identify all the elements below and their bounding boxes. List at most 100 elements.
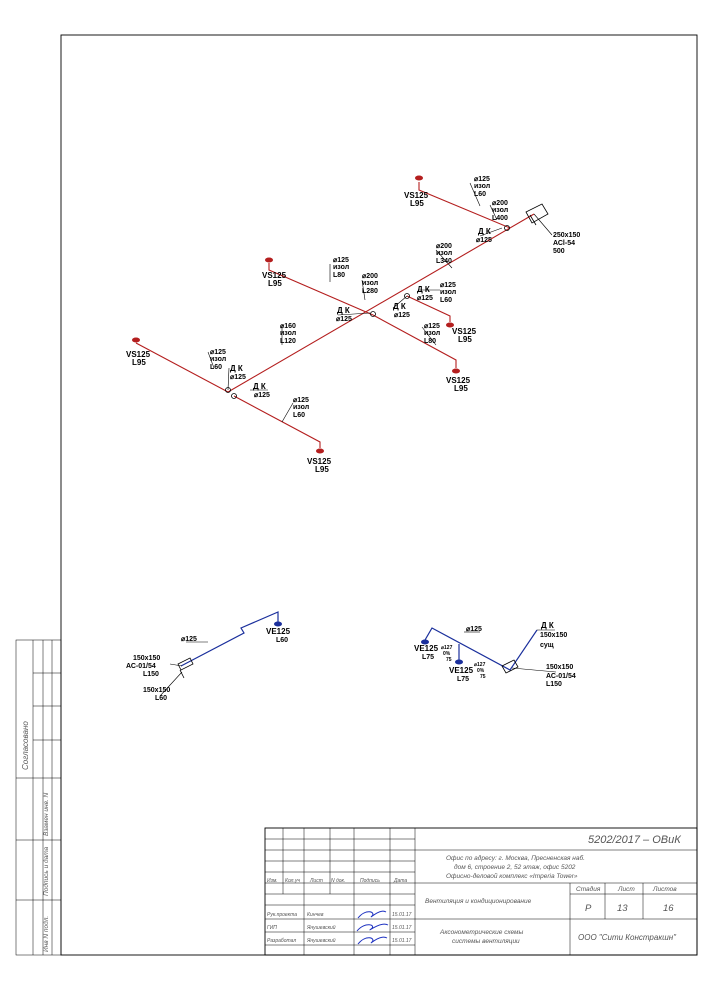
label-c5-len: L60 xyxy=(210,364,222,371)
label-exhaust-right-s2c: 75 xyxy=(480,674,486,680)
damper-3 xyxy=(404,293,410,299)
label-vs-right-lower: VS125 xyxy=(446,376,471,385)
sheet-value: 13 xyxy=(617,903,628,914)
label-dk-branch-diam: ⌀125 xyxy=(394,312,410,319)
label-exhaust-right-dk-exist: сущ xyxy=(540,642,554,649)
label-exhaust-left-len: L150 xyxy=(143,671,159,678)
label-c2-iso: изол xyxy=(333,264,349,271)
label-vs-right-upper: VS125 xyxy=(452,327,477,336)
branch-duct-right-lower xyxy=(372,314,457,368)
label-r3-iso: изол xyxy=(362,280,378,287)
label-vs-mid-len: L95 xyxy=(268,279,282,288)
label-r4-diam: ⌀160 xyxy=(280,323,296,330)
sheets-label: Листов xyxy=(652,886,677,893)
branch-duct-right-upper xyxy=(406,295,451,322)
label-r3-diam: ⌀200 xyxy=(362,273,378,280)
date-1: 15.01.17 xyxy=(392,912,412,918)
title-block: 5202/2017 – ОВиК Офис по адресу: г. Моск… xyxy=(264,827,698,956)
address-line-2: дом 6, строение 2, 52 этаж, офис 5202 xyxy=(454,863,576,871)
label-exhaust-right-ve1-len: L75 xyxy=(422,654,434,661)
label-exhaust-right-s2b: 0% xyxy=(477,668,485,674)
drawing-title-1: Аксонометрические схемы xyxy=(439,929,524,936)
stage-value: Р xyxy=(585,903,592,914)
label-exhaust-right-s1c: 75 xyxy=(446,657,452,663)
label-grille-model: АСl-54 xyxy=(553,240,575,247)
exhaust-grille-left xyxy=(177,657,194,679)
stage-label: Стадия xyxy=(576,885,601,893)
supply-duct-system xyxy=(132,175,553,454)
diffuser-vs-bottom xyxy=(316,448,324,454)
side-stamp: Согласовано Взамен инв. N Подпись и дата… xyxy=(15,639,62,956)
label-dk-branch: Д К xyxy=(393,302,406,311)
label-grille-len: 500 xyxy=(553,248,565,255)
drawing-code: 5202/2017 – ОВиК xyxy=(588,834,681,846)
label-exhaust-left-model: АС-01/54 xyxy=(126,663,156,670)
label-c3-iso: изол xyxy=(440,289,456,296)
label-exhaust-left-len2: L60 xyxy=(155,695,167,702)
label-exhaust-right-model: АС-01/54 xyxy=(546,673,576,680)
label-vs-right-upper-len: L95 xyxy=(458,335,472,344)
label-exhaust-right-ve1: VE125 xyxy=(414,644,439,653)
branch-duct-mid-left xyxy=(268,263,374,316)
label-c5-iso: изол xyxy=(210,356,226,363)
label-r1-iso: изол xyxy=(492,207,508,214)
label-c3-len: L60 xyxy=(440,297,452,304)
label-exhaust-right-s1a: ⌀127 xyxy=(441,645,453,651)
role-2: ГИП xyxy=(267,925,277,931)
label-exhaust-right-dk-size: 150х150 xyxy=(540,632,567,639)
label-dk5: Д К xyxy=(253,382,266,391)
label-vs-right-lower-len: L95 xyxy=(454,384,468,393)
label-grille-size: 250х150 xyxy=(553,232,580,239)
side-signdate-label: Подпись и дата xyxy=(42,846,50,896)
label-vs-left: VS125 xyxy=(126,350,151,359)
section-name: Вентиляция и кондиционирование xyxy=(425,897,532,905)
exhaust-system-right: ⌀125 VE125 L75 VE125 L75 ⌀127 0% 75 ⌀127… xyxy=(414,621,576,688)
damper-5 xyxy=(231,393,237,399)
signature-scribble-1 xyxy=(357,910,387,919)
label-exhaust-left-ve-len: L60 xyxy=(276,637,288,644)
address-line-3: Офисно-деловой комплекс «Imperia Tower» xyxy=(446,872,578,880)
label-c4-diam: ⌀125 xyxy=(424,323,440,330)
label-r1-diam: ⌀200 xyxy=(492,200,508,207)
label-r1-len: L400 xyxy=(492,215,508,222)
label-c5-diam: ⌀125 xyxy=(210,349,226,356)
exhaust-valve-right-1 xyxy=(421,639,429,645)
label-exhaust-right-dk: Д К xyxy=(541,621,554,630)
label-c4-len: L80 xyxy=(424,338,436,345)
company-name: ООО "Сити Констракшн" xyxy=(578,933,677,942)
label-r2-len: L340 xyxy=(436,258,452,265)
label-exhaust-right-size: 150х150 xyxy=(546,664,573,671)
label-exhaust-right-s1b: 0% xyxy=(443,651,451,657)
label-c6-diam: ⌀125 xyxy=(293,397,309,404)
label-dk3: Д К xyxy=(417,285,430,294)
label-c2-len: L80 xyxy=(333,272,345,279)
label-dk1: Д К xyxy=(478,227,491,236)
damper-2 xyxy=(370,311,376,317)
side-agreed-label: Согласовано xyxy=(21,721,30,770)
label-r2-iso: изол xyxy=(436,250,452,257)
label-r3-len: L280 xyxy=(362,288,378,295)
diffuser-vs-top xyxy=(415,175,423,181)
label-dk4-diam: ⌀125 xyxy=(230,374,246,381)
label-exhaust-left-ve: VE125 xyxy=(266,627,291,636)
label-dk2: Д К xyxy=(337,306,350,315)
diffuser-vs-left xyxy=(132,337,140,343)
role-1: Рук.проекта xyxy=(267,912,297,918)
diffuser-vs-right-upper xyxy=(446,322,454,328)
col-date: Дата xyxy=(393,878,407,884)
supply-grille xyxy=(525,203,549,226)
label-vs-top-len: L95 xyxy=(410,199,424,208)
label-dk1-diam: ⌀125 xyxy=(476,237,492,244)
label-exhaust-right-ve2-len: L75 xyxy=(457,676,469,683)
role-3: Разработал xyxy=(267,938,296,944)
signature-scribble-2 xyxy=(356,923,389,932)
branch-duct-bottom xyxy=(233,395,321,448)
branch-duct-top xyxy=(418,182,511,229)
exhaust-duct-left xyxy=(180,611,279,667)
label-dk4: Д К xyxy=(230,364,243,373)
label-vs-bottom-len: L95 xyxy=(315,465,329,474)
label-vs-left-len: L95 xyxy=(132,358,146,367)
diffuser-vs-mid-left xyxy=(265,257,273,263)
side-inv-label: Инв N подл. xyxy=(42,916,50,952)
label-exhaust-right-s2a: ⌀127 xyxy=(474,662,486,668)
